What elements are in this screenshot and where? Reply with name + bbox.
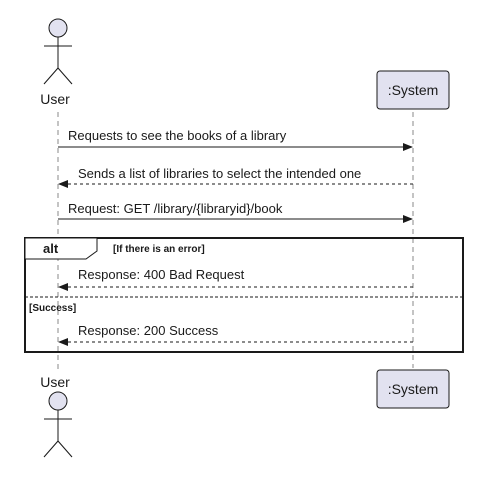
user-label-top: User — [40, 91, 70, 107]
message-4-label: Response: 400 Bad Request — [78, 267, 245, 282]
message-3-label: Request: GET /library/{libraryid}/book — [68, 201, 283, 216]
alt-guard-2: [Success] — [29, 303, 76, 314]
message-2-label: Sends a list of libraries to select the … — [78, 166, 361, 181]
system-box-top: :System — [376, 70, 450, 110]
system-label-top: :System — [388, 82, 439, 98]
system-box-bottom: :System — [376, 369, 450, 409]
alt-guard-1: [If there is an error] — [113, 244, 205, 255]
alt-keyword: alt — [43, 241, 59, 256]
message-5-label: Response: 200 Success — [78, 323, 219, 338]
message-1-label: Requests to see the books of a library — [68, 128, 287, 143]
system-label-bottom: :System — [388, 381, 439, 397]
alt-tab — [24, 237, 98, 260]
user-label-bottom: User — [40, 374, 70, 390]
user-head-icon — [48, 18, 68, 38]
alt-fragment: alt [If there is an error] [Success] — [24, 237, 464, 353]
user-head-icon — [48, 391, 68, 411]
user-actor-top: User — [40, 18, 73, 107]
user-actor-bottom: User — [40, 374, 73, 458]
